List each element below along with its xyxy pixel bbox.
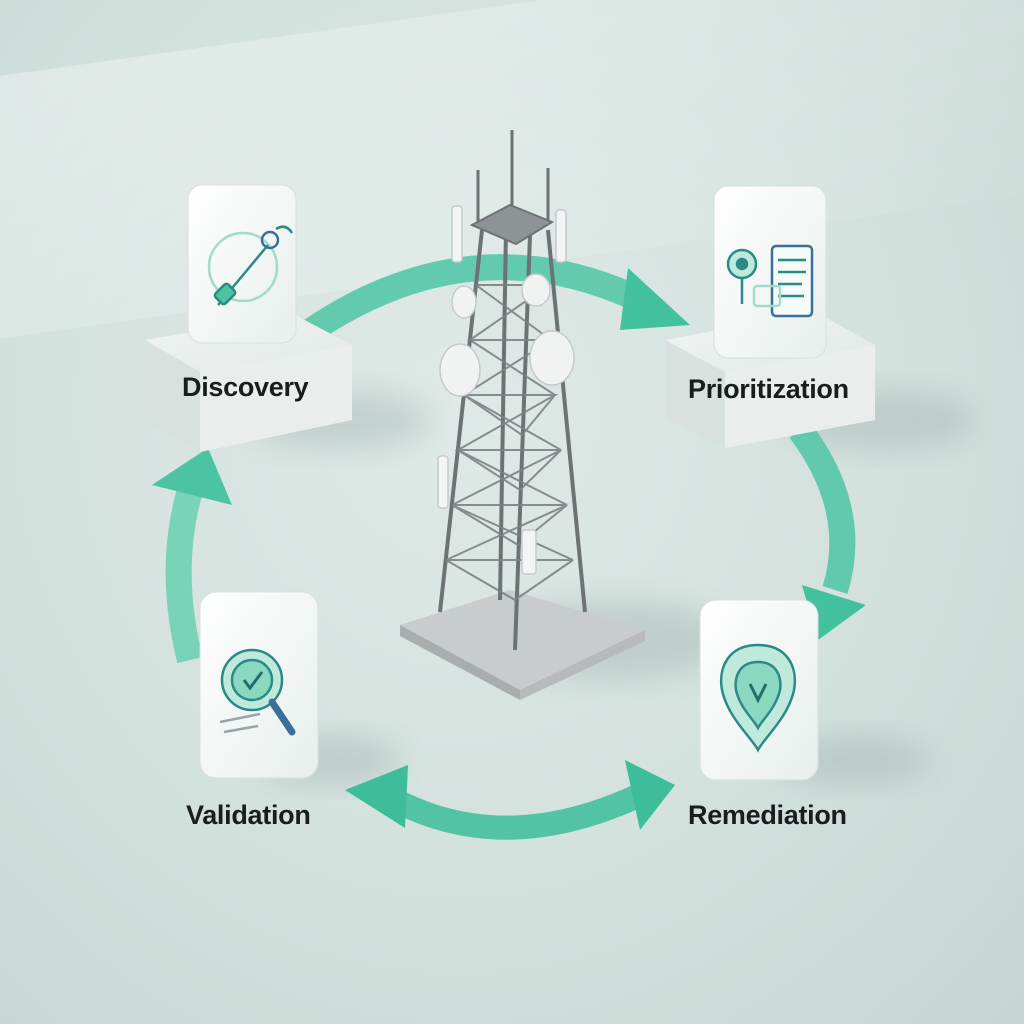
prioritization-node [665, 186, 875, 448]
step-label-remediation: Remediation [688, 800, 847, 831]
discovery-card [188, 185, 296, 343]
validation-card [200, 592, 318, 778]
remediation-card [700, 600, 818, 780]
prioritization-card [714, 186, 826, 358]
step-label-prioritization: Prioritization [688, 374, 849, 405]
step-label-validation: Validation [186, 800, 311, 831]
arrowhead-remediation-bottom [625, 760, 675, 830]
cast-shadows [250, 390, 975, 785]
arrow-remediation-to-validation [395, 790, 650, 828]
arrow-validation-to-discovery [179, 475, 195, 660]
validation-node [200, 592, 318, 778]
arrow-prioritization-to-remediation [800, 430, 842, 590]
remediation-node [700, 600, 818, 780]
step-label-discovery: Discovery [182, 372, 308, 403]
arrowhead-prioritization [620, 268, 690, 330]
